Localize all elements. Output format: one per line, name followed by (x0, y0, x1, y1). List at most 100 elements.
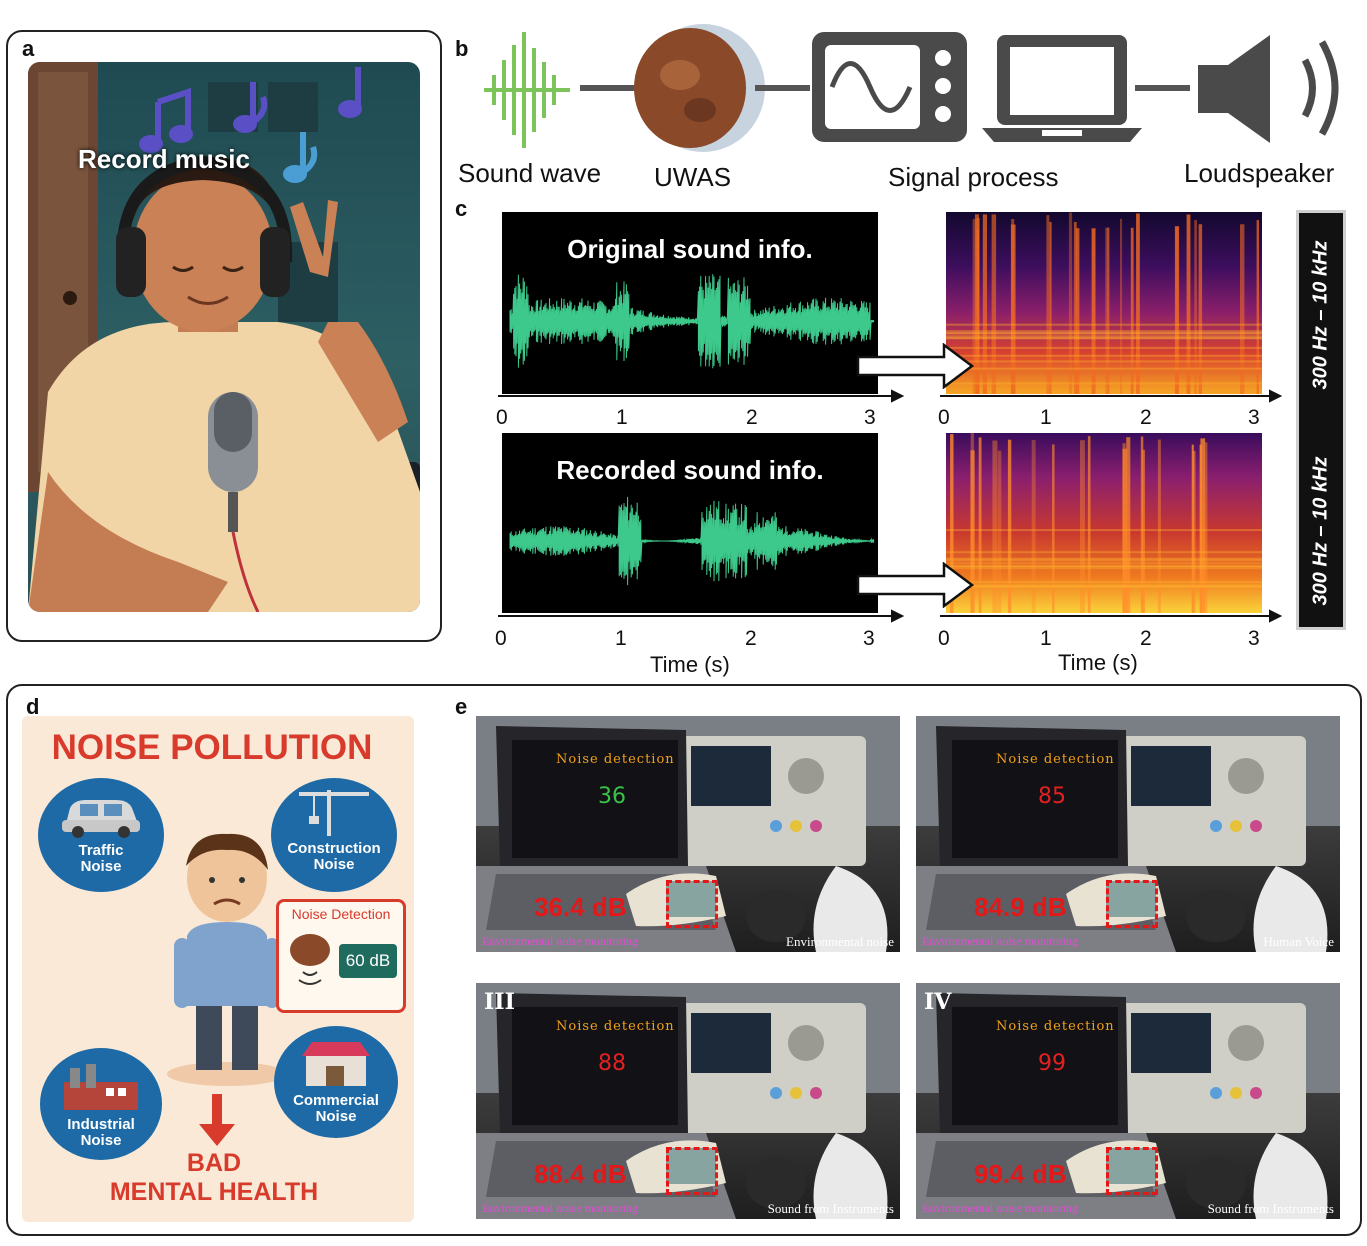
photo-scene (476, 983, 900, 1219)
spectrogram-band (1186, 214, 1191, 394)
bad-label: BAD (186, 1149, 242, 1177)
spectrogram-band (978, 437, 982, 613)
spectrogram-band (992, 440, 998, 613)
sound-wave-label: Sound wave (458, 158, 602, 188)
wave2-tick-0: 0 (495, 627, 507, 650)
original-waveform: Original sound info. (502, 212, 878, 394)
panel-c-axes (498, 389, 1283, 623)
screen-noise-value: 88 (598, 1051, 626, 1076)
loudspeaker-label: Loudspeaker (1184, 158, 1335, 188)
spectrogram-band (1136, 213, 1140, 394)
photo-roman-numeral: III (484, 989, 515, 1015)
spec-xlabel: Time (s) (1058, 650, 1138, 675)
left-caption: Environmental noise monitoring (922, 1201, 1078, 1215)
spectrogram-band (976, 218, 980, 394)
noise-detection-box: Noise Detection 60 dB (276, 899, 406, 1013)
spec2-tick-2: 2 (1140, 627, 1152, 650)
spectrogram-band (1105, 227, 1108, 394)
noise-detection-label: Noise Detection (291, 906, 391, 922)
photo-scene (916, 716, 1340, 952)
noise-photo: Noise detection 36 36.4 dB Environmental… (476, 716, 900, 952)
photo-roman-numeral: IV (924, 989, 952, 1015)
spectrogram-harmonic (946, 559, 1262, 562)
noise-pollution-title: NOISE POLLUTION (51, 728, 373, 767)
sad-person-icon (167, 833, 287, 1086)
down-arrow-icon (199, 1094, 235, 1146)
spec1-tick-0: 0 (938, 406, 950, 429)
spectrogram-band (1142, 449, 1145, 613)
spectrogram-harmonic (946, 382, 1262, 385)
spectrogram-band (950, 434, 954, 613)
car-icon (62, 800, 140, 838)
spectrogram-harmonic (946, 557, 1262, 560)
meter-reading: 88.4 dB (534, 1159, 627, 1189)
right-caption: Sound from Instruments (1207, 1201, 1334, 1216)
spectrogram-harmonic (946, 360, 1262, 363)
laptop-icon (982, 35, 1142, 142)
spectrogram-band (1200, 438, 1206, 613)
spectrogram-band (1080, 440, 1085, 613)
spectrogram-harmonic (946, 562, 1262, 565)
spectrogram-harmonic (946, 354, 1262, 357)
wave1-tick-1: 1 (616, 406, 628, 429)
spectrogram-band (1198, 224, 1203, 394)
spectrogram-band (1068, 212, 1073, 394)
sound-wave-icon (484, 32, 570, 148)
commercial-label-1: Commercial (293, 1092, 379, 1109)
waveform-trace (509, 274, 875, 369)
spectrogram-harmonic (946, 331, 1262, 334)
photo-scene (916, 983, 1340, 1219)
left-caption: Environmental noise monitoring (482, 934, 638, 948)
left-caption: Environmental noise monitoring (482, 1201, 638, 1215)
mental-health-label: MENTAL HEALTH (109, 1178, 319, 1206)
wave1-tick-0: 0 (496, 406, 508, 429)
screen-noise-value: 85 (1038, 784, 1066, 809)
screen-noise-value: 99 (1038, 1051, 1066, 1076)
record-music-illustration: Record music (28, 62, 420, 612)
spectrogram-band (1126, 437, 1131, 613)
spectrogram-band (1011, 219, 1015, 394)
spec2-tick-3: 3 (1248, 627, 1260, 650)
screen-noise-value: 36 (598, 784, 626, 809)
shop-icon (302, 1042, 370, 1086)
panel-c-letter: c (455, 196, 468, 221)
signal-process-label: Signal process (888, 162, 1059, 192)
construction-noise-circle: Construction Noise (271, 778, 397, 892)
spectrogram-band (1199, 444, 1202, 613)
spectrogram-harmonic (946, 584, 1262, 587)
right-caption: Human Voice (1263, 934, 1334, 949)
spectrogram-harmonic (946, 567, 1262, 570)
spectrogram-band (997, 450, 1002, 613)
spectrogram-band (1192, 450, 1196, 613)
factory-icon (64, 1064, 138, 1110)
spectrogram-band (972, 219, 977, 394)
commercial-noise-circle: Commercial Noise (274, 1026, 398, 1138)
spectrogram-harmonic (946, 565, 1262, 568)
detection-value: 60 dB (339, 944, 397, 978)
spectrogram-band (1052, 444, 1055, 613)
right-caption: Environmental noise (786, 934, 894, 949)
spectrogram-band (1140, 436, 1144, 613)
spectrogram-harmonic (946, 529, 1262, 532)
spectrogram-band (1175, 227, 1179, 394)
meter-highlight-box (666, 1147, 718, 1195)
freq-range-top: 300 Hz – 10 kHz (1309, 240, 1332, 390)
spectrogram-harmonic (946, 323, 1262, 326)
wave-xlabel: Time (s) (650, 652, 730, 677)
noise-pollution-poster: NOISE POLLUTION Traffic Noise Constructi… (22, 716, 414, 1222)
wave2-tick-3: 3 (863, 627, 875, 650)
recorded-spectrogram (946, 433, 1262, 613)
panel-b-letter: b (455, 36, 469, 61)
spectrogram-band (1174, 226, 1180, 394)
record-music-caption: Record music (78, 144, 250, 174)
spectrogram-harmonic (946, 332, 1262, 335)
noise-photo: Noise detection 99 99.4 dB Environmental… (916, 983, 1340, 1219)
commercial-label-2: Noise (315, 1108, 357, 1125)
spectrogram-harmonic (946, 330, 1262, 333)
crane-icon (299, 790, 369, 836)
spectrogram-band (991, 214, 997, 394)
industrial-noise-circle: Industrial Noise (40, 1048, 162, 1160)
traffic-noise-circle: Traffic Noise (38, 778, 164, 892)
spectrogram-band (982, 214, 987, 394)
traffic-label-2: Noise (80, 858, 122, 875)
